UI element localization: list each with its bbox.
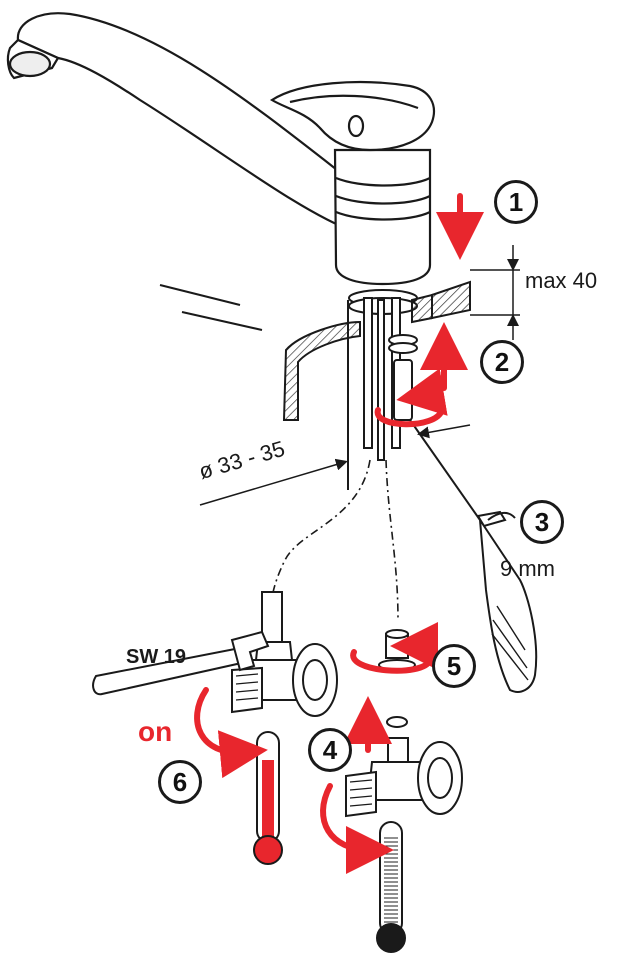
on-label: on	[138, 716, 173, 747]
mounting-hardware	[348, 289, 418, 461]
faucet-body	[269, 80, 436, 286]
hex-key-tool	[409, 419, 538, 693]
hex-size-label: 9 mm	[500, 556, 555, 581]
countertop	[159, 280, 471, 490]
red-thermometer	[253, 731, 283, 865]
step-2-badge: 2	[480, 340, 524, 384]
wrench-tool	[92, 630, 270, 696]
black-thermometer	[376, 821, 406, 953]
faucet-spout	[6, 12, 357, 234]
step-3-badge: 3	[520, 500, 564, 544]
red-arrows	[194, 193, 484, 874]
step-6-badge: 6	[158, 760, 202, 804]
step-5-badge: 5	[432, 644, 476, 688]
left-angle-valve	[231, 591, 338, 717]
wrench-size-label: SW 19	[126, 646, 187, 668]
step-1-badge: 1	[494, 180, 538, 224]
max-height-label: max 40	[525, 268, 598, 293]
flexible-hoses	[271, 459, 399, 621]
dimension-lines	[199, 245, 520, 506]
step-4-badge: 4	[308, 728, 352, 772]
